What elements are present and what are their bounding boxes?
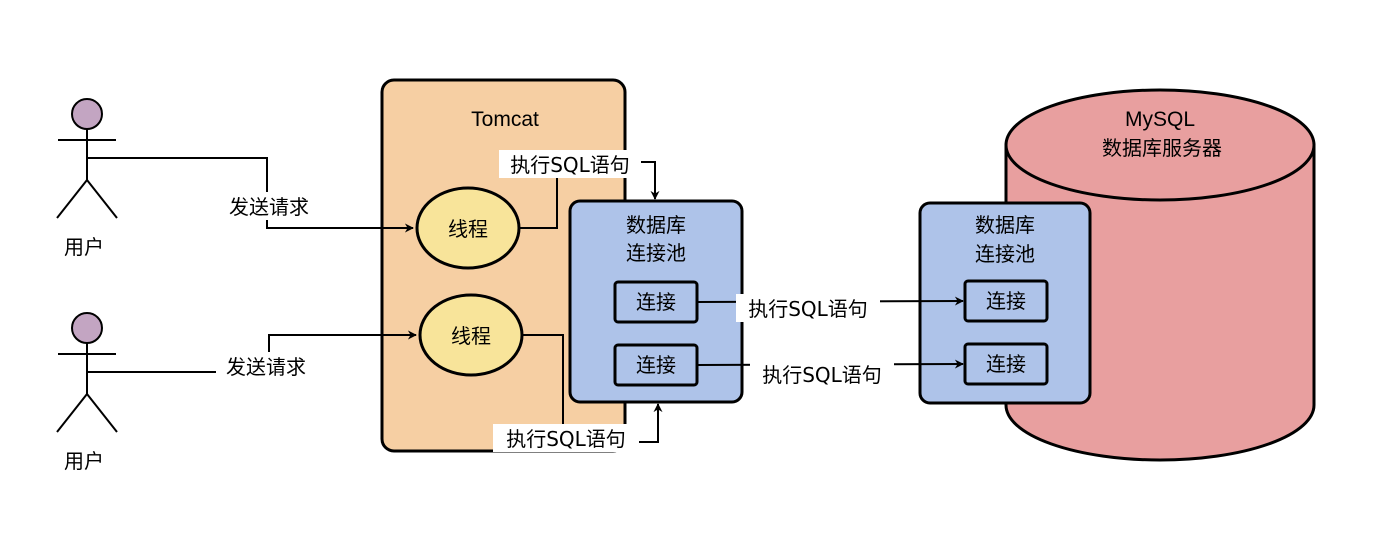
app-connection-2-label: 连接 xyxy=(636,353,676,377)
tomcat-title: Tomcat xyxy=(471,108,539,131)
thread-2-label: 线程 xyxy=(451,324,491,348)
mysql-connection-pool: 数据库 连接池 连接 连接 xyxy=(918,201,1092,405)
app-pool-title-2: 连接池 xyxy=(626,241,686,265)
edge-label-request-2: 发送请求 xyxy=(216,352,316,380)
app-connection-pool: 数据库 连接池 连接 连接 xyxy=(568,199,744,404)
thread-2: 线程 xyxy=(418,293,524,377)
edge-label-sql-top: 执行SQL语句 xyxy=(499,150,641,178)
thread-2-shape xyxy=(418,293,524,377)
request-label-1: 发送请求 xyxy=(229,195,309,219)
mysql-pool-title-2: 连接池 xyxy=(975,242,1035,266)
thread-1: 线程 xyxy=(415,186,521,270)
sql-label-top: 执行SQL语句 xyxy=(510,153,630,177)
thread-1-label: 线程 xyxy=(448,217,488,241)
app-connection-1-label: 连接 xyxy=(636,290,676,314)
edge-label-sql-conn-1: 执行SQL语句 xyxy=(736,294,880,322)
app-pool-title-1: 数据库 xyxy=(626,213,686,237)
edge-label-request-1: 发送请求 xyxy=(220,192,318,220)
mysql-cylinder-top xyxy=(1004,88,1316,202)
user-1-label: 用户 xyxy=(64,235,104,259)
user-actor-2: 用户 xyxy=(56,312,118,473)
mysql-connection-2-box xyxy=(963,342,1049,386)
user-actor-1: 用户 xyxy=(56,98,118,259)
edge-label-sql-conn-2: 执行SQL语句 xyxy=(750,360,894,388)
user-2-head xyxy=(71,312,103,344)
mysql-connection-2-label: 连接 xyxy=(986,352,1026,376)
sql-label-conn-2: 执行SQL语句 xyxy=(762,363,882,387)
mysql-title: MySQL xyxy=(1125,108,1195,131)
mysql-connection-1-label: 连接 xyxy=(986,289,1026,313)
mysql-connection-1-box xyxy=(963,279,1049,323)
user-2-label: 用户 xyxy=(64,449,104,473)
mysql-pool-title-1: 数据库 xyxy=(975,213,1035,237)
thread-1-shape xyxy=(415,186,521,270)
sql-label-conn-1: 执行SQL语句 xyxy=(748,297,868,321)
mysql-subtitle: 数据库服务器 xyxy=(1102,136,1222,160)
edge-label-sql-bottom: 执行SQL语句 xyxy=(493,424,639,452)
user-1-head xyxy=(71,98,103,130)
request-label-2: 发送请求 xyxy=(226,355,306,379)
sql-label-bottom: 执行SQL语句 xyxy=(506,427,626,451)
